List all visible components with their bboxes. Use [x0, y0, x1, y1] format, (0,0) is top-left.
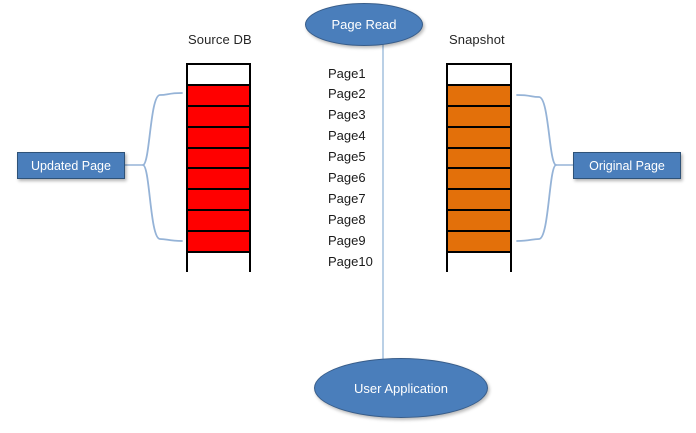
page-row-label: Page8 — [328, 211, 366, 227]
snapshot-cell — [448, 232, 510, 254]
source-db-cell — [188, 65, 249, 86]
snapshot-cell — [448, 253, 510, 274]
user-application-label: User Application — [354, 380, 448, 396]
page-row-label: Page9 — [328, 232, 366, 248]
snapshot-cell — [448, 211, 510, 233]
page-row-label: Page6 — [328, 170, 366, 185]
user-application-node[interactable]: User Application — [314, 358, 488, 418]
source-db-cell — [188, 85, 249, 107]
source-db-cell — [188, 127, 249, 149]
snapshot-cell — [448, 85, 510, 107]
source-db-cell — [188, 253, 249, 274]
source-db-cell — [188, 148, 249, 170]
source-db-title: Source DB — [188, 32, 252, 47]
source-db-cell — [188, 232, 249, 254]
source-db-cell — [188, 190, 249, 212]
snapshot-cell — [448, 148, 510, 170]
snapshot-cell — [448, 169, 510, 191]
source-db-cell — [188, 211, 249, 233]
source-db-table — [186, 63, 251, 274]
original-page-label-box[interactable]: Original Page — [573, 152, 681, 179]
snapshot-title: Snapshot — [449, 32, 505, 47]
page-row-label: Page7 — [328, 190, 366, 206]
page-row-label: Page2 — [328, 86, 366, 102]
page-read-label: Page Read — [331, 17, 397, 32]
page-row-label: Page4 — [328, 128, 366, 144]
snapshot-cell — [448, 127, 510, 149]
snapshot-cell — [448, 65, 510, 86]
left-brace-updated-page — [142, 92, 183, 242]
updated-page-label: Updated Page — [31, 158, 111, 173]
original-page-label: Original Page — [589, 158, 665, 173]
snapshot-table — [446, 63, 512, 274]
page-row-label: Page5 — [328, 149, 366, 165]
right-brace-original-page — [516, 94, 557, 242]
page-row-label: Page3 — [328, 107, 366, 123]
page-row-label: Page1 — [328, 65, 366, 81]
source-db-cell — [188, 106, 249, 128]
source-db-cell — [188, 169, 249, 191]
snapshot-cell — [448, 190, 510, 212]
snapshot-cell — [448, 106, 510, 128]
updated-page-label-box[interactable]: Updated Page — [17, 152, 125, 179]
page-row-label: Page10 — [328, 253, 373, 269]
page-read-node[interactable]: Page Read — [305, 3, 423, 46]
